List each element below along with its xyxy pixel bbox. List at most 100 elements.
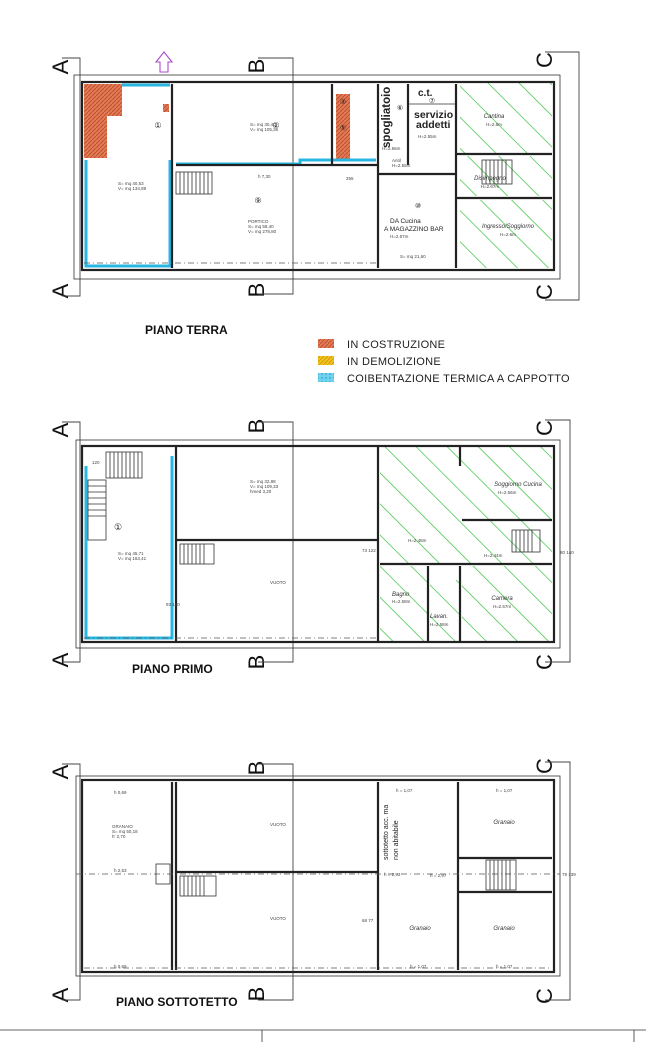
- room-9-area: S= mq 58,40: [248, 224, 274, 229]
- legend-swatch-demolition: [318, 356, 334, 365]
- servizio-label: servizio: [414, 109, 453, 121]
- first-hatch-camera: [462, 566, 552, 642]
- ground-outer-walls: [80, 80, 556, 272]
- first-dim-73: 73 122: [362, 548, 376, 553]
- room-2-area: S= mq 30,40: [250, 122, 276, 127]
- room-5-number: ⑤: [340, 124, 346, 132]
- attic-plan: A A B B C C GRANAIO S= mq: [48, 758, 576, 1009]
- ground-floor-title: PIANO TERRA: [145, 323, 228, 337]
- first-room-2-volume: V= mq 109,33: [250, 484, 279, 489]
- section-line-b-attic: [258, 763, 294, 1001]
- first-room-1-area: S= mq 45,71: [118, 551, 144, 556]
- section-a-first-top: A: [48, 422, 73, 437]
- antil-height: H=2.55m: [392, 163, 411, 168]
- camera-label: Camera: [491, 596, 513, 602]
- magazzino-height: H=2.57m: [390, 234, 409, 239]
- room-6-number: ⑥: [397, 104, 403, 112]
- dim-255: 255: [346, 176, 354, 181]
- attic-floor-title: PIANO SOTTOTETTO: [116, 995, 238, 1009]
- cantina-label: Cantina: [484, 114, 505, 120]
- first-insulation: [84, 456, 174, 640]
- attic-vuoto-1: VUOTO: [270, 822, 286, 827]
- ground-insulation-left: [84, 160, 172, 268]
- section-c-attic-top: C: [532, 758, 557, 774]
- soggiorno-height: H=2.56m: [498, 490, 517, 495]
- cantina-hatch: [460, 83, 552, 153]
- servizio-height: H=2.55m: [418, 134, 437, 139]
- cucina-label: DA Cucina: [390, 218, 421, 225]
- section-line-a-attic: [62, 763, 81, 1001]
- spogliatoio-label: spogliatoio: [381, 87, 393, 148]
- room-9-number: ⑨: [254, 196, 261, 205]
- first-room-1-volume: V= mq 153,41: [118, 556, 147, 561]
- first-height-244: H=2.44m: [484, 553, 503, 558]
- construction-mark: [163, 104, 169, 112]
- room-1-number: ①: [154, 121, 161, 130]
- granaio-main-area: S= mq 50,18: [112, 829, 138, 834]
- antil-label: Antil: [392, 158, 401, 163]
- room-10-area: S= mq 21,60: [400, 254, 426, 259]
- room-1-volume: V= mq 134,89: [118, 186, 147, 191]
- granaio-main-height: h' 2,70: [112, 834, 126, 839]
- first-room-1-number: ①: [114, 522, 122, 532]
- legend-swatch-insulation: [318, 373, 334, 382]
- attic-stairs: [155, 859, 517, 897]
- granaio-b-label: Granaio: [409, 926, 431, 932]
- attic-h069-bottom: h 0,69: [114, 964, 127, 969]
- section-c-top-label: C: [532, 52, 557, 68]
- section-b-attic-top: B: [244, 761, 269, 776]
- granaio-a-label: Granaio: [493, 820, 515, 826]
- section-line-a-first: [62, 421, 81, 663]
- section-line-b: [258, 57, 294, 295]
- attic-dim-79: 79 139: [562, 872, 576, 877]
- first-hatch-top: [380, 446, 552, 520]
- ct-label: c.t.: [418, 88, 433, 99]
- section-c-first-top: C: [532, 420, 557, 436]
- attic-outer-walls: [80, 778, 556, 974]
- bagno-height: H=2.58m: [392, 599, 411, 604]
- room-9-volume: V= mq 278,80: [248, 229, 277, 234]
- sottotetto-label-1: sottotetto acc. ma: [383, 805, 390, 860]
- first-dim-80: 80 140: [560, 550, 574, 555]
- ingresso-label: Ingresso/Soggiorno: [482, 224, 535, 230]
- attic-vuoto-2: VUOTO: [270, 916, 286, 921]
- first-floor-plan: A A B B C C: [48, 419, 574, 676]
- disimpegno-height: H=2.67m: [481, 184, 500, 189]
- attic-h107-b: h = 1,07: [496, 788, 513, 793]
- granaio-main-label: GRANAIO: [112, 824, 133, 829]
- first-hatch-mid: [380, 520, 552, 564]
- granaio-c-label: Granaio: [493, 926, 515, 932]
- section-a-attic-top: A: [48, 764, 73, 779]
- section-line-b-first: [258, 421, 294, 663]
- section-a-top-label: A: [48, 59, 73, 74]
- first-dim-120: 120: [92, 460, 100, 465]
- room-10-number: ⑩: [415, 202, 421, 210]
- magazzino-label: A MAGAZZINO BAR: [384, 226, 444, 233]
- section-line-c-first: [545, 419, 571, 663]
- section-line-a: [62, 57, 81, 297]
- construction-area: [84, 84, 122, 158]
- section-a-first-bottom: A: [48, 652, 73, 667]
- attic-h107-c: h = 1,07: [410, 964, 427, 969]
- sottotetto-label-2: non abitabile: [393, 820, 400, 860]
- section-a-bottom-label: A: [48, 283, 73, 298]
- first-room-2-height: hmed 3,20: [250, 489, 272, 494]
- room-2-number: ②: [272, 121, 279, 130]
- first-vuoto-label: VUOTO: [270, 580, 286, 585]
- legend-demolition-label: IN DEMOLIZIONE: [347, 356, 441, 368]
- section-c-attic-bottom: C: [532, 988, 557, 1004]
- ingresso-hatch: [460, 200, 552, 268]
- first-hatch-bagno: [380, 566, 428, 642]
- section-b-first-top: B: [244, 419, 269, 434]
- section-line-c: [545, 51, 580, 301]
- section-b-first-bottom: B: [244, 655, 269, 670]
- section-c-bottom-label: C: [532, 284, 557, 300]
- first-floor-title: PIANO PRIMO: [132, 662, 213, 676]
- first-outline: [75, 439, 561, 649]
- lavan-label: Lavan.: [430, 614, 448, 620]
- legend: PIANO TERRA IN COSTRUZIONE IN DEMOLIZION…: [145, 323, 570, 385]
- legend-swatch-construction: [318, 339, 334, 348]
- first-outer-walls: [80, 444, 556, 644]
- lavan-height: H=2.58m: [430, 622, 449, 627]
- section-b-bottom-label: B: [244, 283, 269, 298]
